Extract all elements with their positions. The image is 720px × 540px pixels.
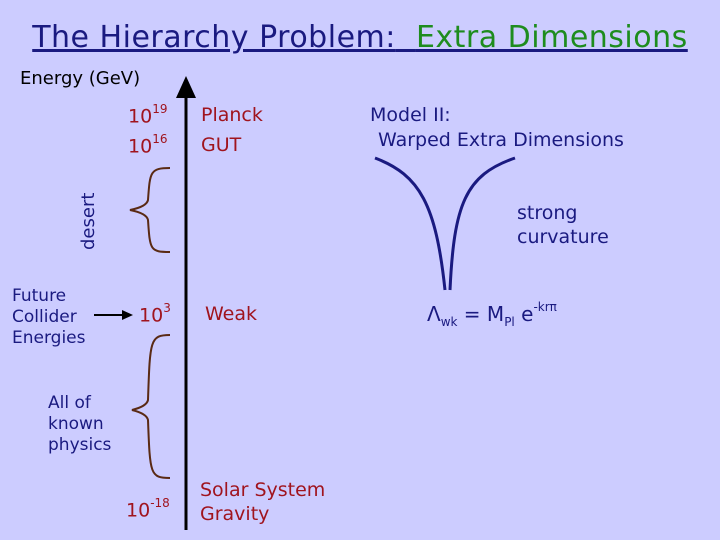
energy-axis-label: Energy (GeV)	[20, 68, 141, 89]
scale-gravity-name: Solar System Gravity	[200, 479, 326, 525]
scale-weak-name: Weak	[205, 303, 258, 325]
warped-curve-right	[448, 156, 516, 291]
hierarchy-formula: Λwk = MPl e-krπ	[427, 300, 557, 329]
scale-gut-name: GUT	[201, 134, 242, 156]
physics-bracket	[131, 334, 171, 479]
warped-curve-left	[374, 156, 447, 291]
page-title: The Hierarchy Problem: Extra Dimensions	[32, 20, 688, 55]
axis-arrowhead	[176, 76, 196, 98]
scale-gravity-value: 10-18	[126, 496, 170, 522]
scale-planck-name: Planck	[201, 104, 263, 126]
title-accent: Extra Dimensions	[415, 20, 688, 55]
collider-arrowhead	[122, 310, 133, 320]
model-label: Model II: Warped Extra Dimensions	[370, 104, 624, 151]
desert-bracket	[129, 167, 171, 253]
collider-label: Future Collider Energies	[12, 286, 86, 348]
curvature-label: strong curvature	[517, 202, 609, 248]
scale-gut-value: 1016	[128, 132, 168, 158]
scale-planck-value: 1019	[128, 102, 168, 128]
physics-label: All of known physics	[48, 393, 112, 455]
scale-weak-value: 103	[139, 301, 171, 327]
desert-label: desert	[78, 192, 99, 250]
